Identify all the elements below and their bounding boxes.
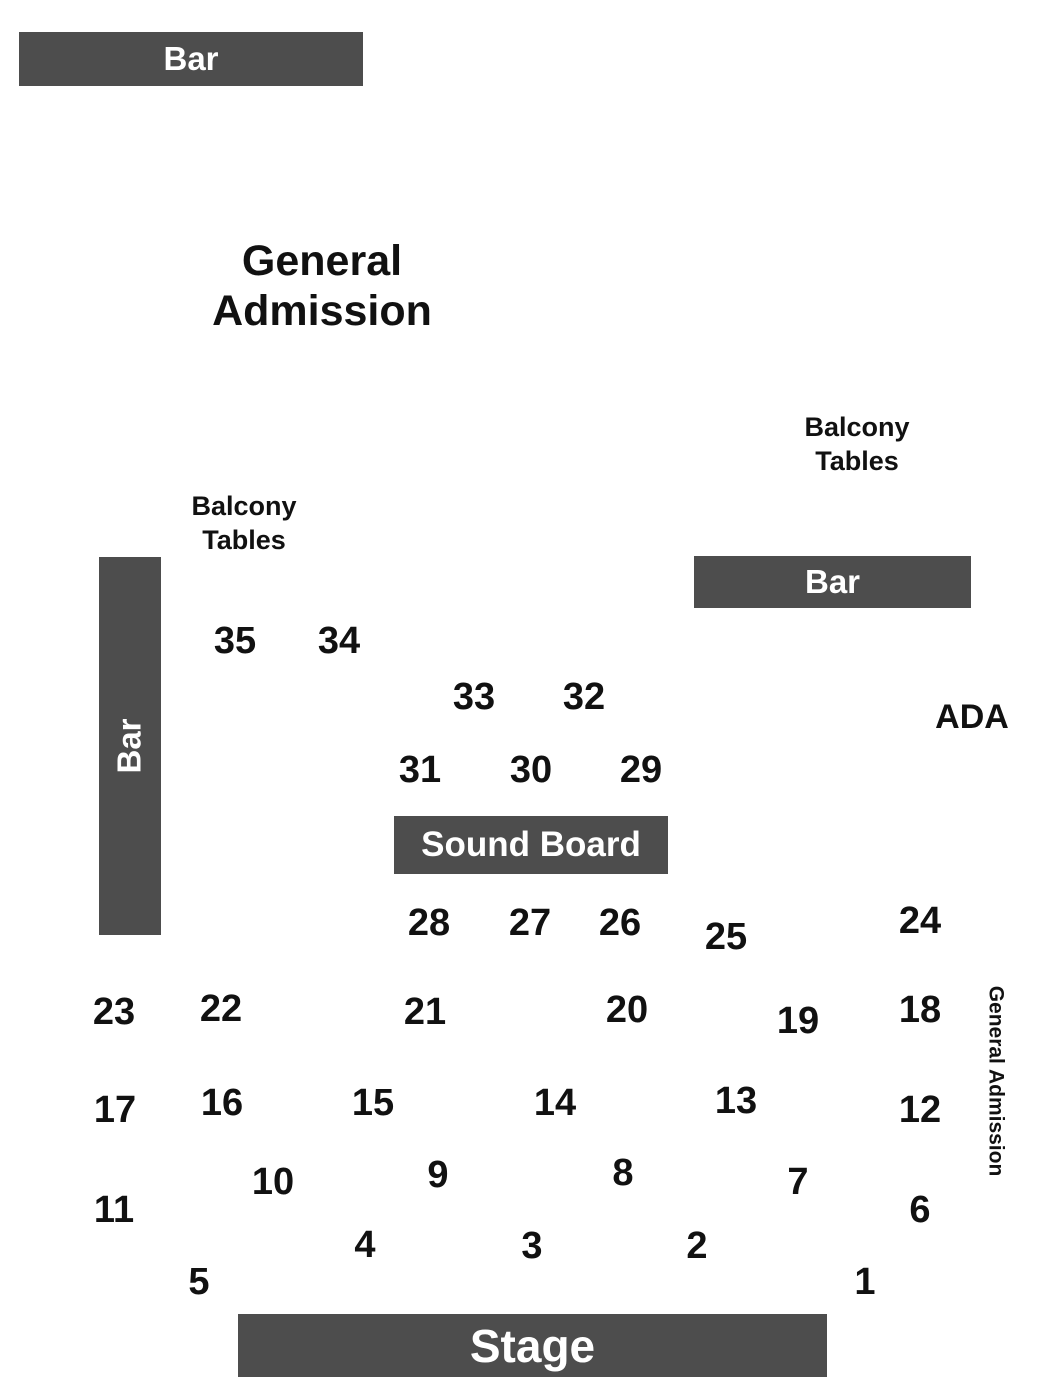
table-15[interactable]: 15	[351, 1082, 395, 1124]
table-14[interactable]: 14	[533, 1082, 577, 1124]
bar-label: Bar	[804, 563, 861, 600]
bar-label: Bar	[111, 718, 148, 774]
table-3[interactable]: 3	[521, 1225, 543, 1267]
table-33[interactable]: 33	[452, 676, 496, 718]
table-25[interactable]: 25	[704, 916, 748, 958]
balcony-line1: Balcony	[191, 491, 297, 521]
table-18[interactable]: 18	[898, 989, 942, 1031]
balcony-line2: Tables	[202, 525, 286, 555]
table-35[interactable]: 35	[213, 620, 257, 662]
table-16[interactable]: 16	[200, 1082, 244, 1124]
table-34[interactable]: 34	[317, 620, 361, 662]
table-19[interactable]: 19	[776, 1000, 820, 1042]
table-28[interactable]: 28	[407, 902, 451, 944]
table-5[interactable]: 5	[188, 1261, 210, 1303]
table-13[interactable]: 13	[714, 1080, 758, 1122]
table-22[interactable]: 22	[199, 988, 243, 1030]
table-11[interactable]: 11	[93, 1189, 135, 1231]
table-17[interactable]: 17	[93, 1089, 137, 1131]
table-8[interactable]: 8	[612, 1152, 634, 1194]
bar-right[interactable]: Bar	[694, 556, 971, 608]
stage-label: Stage	[469, 1319, 596, 1372]
table-31[interactable]: 31	[398, 749, 442, 791]
table-20[interactable]: 20	[605, 989, 649, 1031]
bar-left-vertical[interactable]: Bar	[99, 557, 161, 935]
sound-board[interactable]: Sound Board	[394, 816, 668, 874]
table-4[interactable]: 4	[354, 1224, 376, 1266]
table-21[interactable]: 21	[403, 991, 447, 1033]
table-10[interactable]: 10	[251, 1161, 295, 1203]
balcony-tables-right[interactable]: Balcony Tables	[777, 410, 937, 478]
table-1[interactable]: 1	[854, 1261, 876, 1303]
sound-board-label: Sound Board	[421, 825, 641, 864]
table-2[interactable]: 2	[686, 1225, 708, 1267]
ada-section[interactable]: ADA	[935, 698, 1009, 736]
table-23[interactable]: 23	[92, 991, 136, 1033]
table-7[interactable]: 7	[787, 1161, 809, 1203]
bar-label: Bar	[163, 40, 219, 77]
table-29[interactable]: 29	[619, 749, 663, 791]
general-admission-side[interactable]: General Admission	[984, 985, 1008, 1177]
bar-top-left[interactable]: Bar	[19, 32, 363, 86]
table-32[interactable]: 32	[562, 676, 606, 718]
table-9[interactable]: 9	[427, 1154, 449, 1196]
general-admission-line1: General	[241, 237, 403, 285]
table-26[interactable]: 26	[598, 902, 642, 944]
balcony-tables-left[interactable]: Balcony Tables	[164, 489, 324, 557]
table-30[interactable]: 30	[509, 749, 553, 791]
general-admission-section[interactable]: General Admission	[172, 236, 472, 336]
balcony-line1: Balcony	[804, 412, 910, 442]
general-admission-line2: Admission	[212, 287, 432, 335]
balcony-line2: Tables	[815, 446, 899, 476]
table-24[interactable]: 24	[898, 900, 942, 942]
table-27[interactable]: 27	[508, 902, 552, 944]
table-12[interactable]: 12	[898, 1089, 942, 1131]
stage[interactable]: Stage	[238, 1314, 827, 1377]
table-6[interactable]: 6	[909, 1189, 931, 1231]
